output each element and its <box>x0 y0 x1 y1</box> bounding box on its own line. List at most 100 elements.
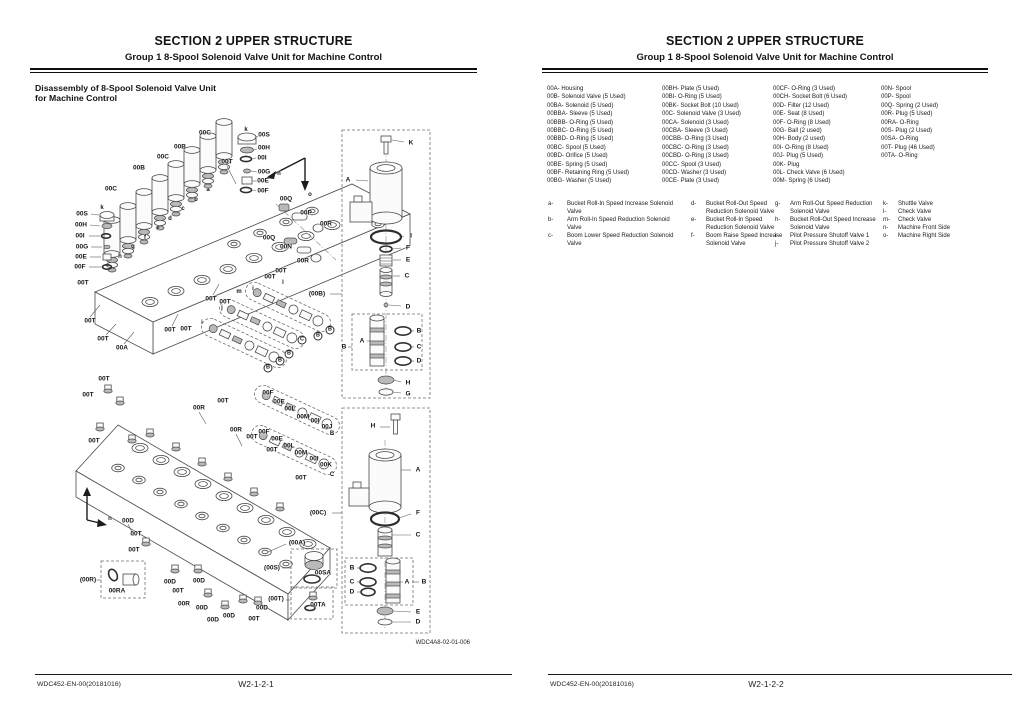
legend-item: b-Arm Roll-In Speed Reduction Solenoid V… <box>548 216 679 232</box>
part-item: 00A- Housing <box>547 86 584 92</box>
legend-key: n- <box>883 225 889 232</box>
part-item: 00CF- O-Ring (3 Used) <box>773 86 836 92</box>
legend-item: m- Check Valve <box>883 216 990 224</box>
legend-item: i- Pilot Pressure Shutoff Valve 1 <box>775 232 894 240</box>
part-item: 00BBB- O-Ring (5 Used) <box>547 119 614 126</box>
group-title: Group 1 8-Spool Solenoid Valve Unit for … <box>124 52 383 63</box>
part-item: 00RA- O-Ring <box>881 119 919 126</box>
part-item: 00BF- Retaining Ring (5 Used) <box>547 170 630 177</box>
part-item: 00L- Check Valve (6 Used) <box>773 170 845 177</box>
topic-heading: Disassembly of 8-Spool Solenoid Valve Un… <box>35 83 217 104</box>
part-item: 00T- Plug (46 Used) <box>881 144 935 151</box>
legend-key: h- <box>775 217 781 224</box>
legend-column: d-Bucket Roll-Out Speed Reduction Soleno… <box>691 200 786 249</box>
part-item: 00D- Filter (12 Used) <box>773 102 830 109</box>
part-item: 00J- Plug (5 Used) <box>773 153 824 160</box>
legend-text: Arm Roll-In Speed Reduction Solenoid Val… <box>567 217 670 232</box>
legend-column: a- Bucket Roll-In Speed Increase Solenoid… <box>548 200 679 249</box>
part-item: 00BH- Plate (5 Used) <box>662 86 720 92</box>
legend-key: c- <box>548 233 553 240</box>
part-item: 00I- O-Ring (8 Used) <box>773 144 829 151</box>
part-item: 00B- Solenoid Valve (5 Used) <box>547 94 626 101</box>
legend-item: f- Boom Raise Speed Increase Solenoid Val… <box>691 232 786 248</box>
legend-key: f- <box>691 233 695 240</box>
legend-item: e-Bucket Roll-In Speed Reduction Solenoi… <box>691 216 786 232</box>
legend-text: Bucket Roll-Out Speed Increase Solenoid … <box>790 217 876 232</box>
section-title: SECTION 2 UPPER STRUCTURE <box>154 34 353 48</box>
part-item: 00BBA- Sleeve (5 Used) <box>547 111 613 118</box>
footer-rule <box>35 674 512 675</box>
part-item: 00BBD- O-Ring (5 Used) <box>547 136 614 143</box>
part-item: 00BE- Spring (5 Used) <box>547 161 608 168</box>
part-item: 00CBB- O-Ring (3 Used) <box>662 136 729 143</box>
legend-text: Machine Right Side <box>898 233 951 240</box>
parts-list: 00A- Housing 00B- Solenoid Valve (5 Used)… <box>540 85 1012 195</box>
legend-item: o-Machine Right Side <box>883 232 990 240</box>
legend-text: Pilot Pressure Shutoff Valve 1 <box>790 233 870 240</box>
page-number: W2-1-2-2 <box>748 679 784 689</box>
legend-text: Bucket Roll-Out Speed Reduction Solenoid… <box>706 201 775 216</box>
part-item: 00K- Plug <box>773 161 800 168</box>
page-header-left: SECTION 2 UPPER STRUCTURE Group 1 8-Spoo… <box>30 34 477 73</box>
doc-code: WDC452-EN-00(20181016) <box>37 681 121 688</box>
group-title: Group 1 8-Spool Solenoid Valve Unit for … <box>636 52 894 63</box>
legend-key: i- <box>775 233 779 240</box>
part-item: 00N- Spool <box>881 86 912 92</box>
part-item: 00CBA- Sleeve (3 Used) <box>662 128 728 135</box>
doc-code: WDC452-EN-00(20181016) <box>550 681 634 688</box>
part-item: 00R- Plug (5 Used) <box>881 111 933 118</box>
part-item: 00CD- Washer (3 Used) <box>662 170 727 177</box>
part-item: 00CBC- O-Ring (3 Used) <box>662 144 729 151</box>
legend-item: j- Pilot Pressure Shutoff Valve 2 <box>775 240 894 248</box>
legend-key: e- <box>691 217 697 224</box>
part-item: 00BD- Orifice (5 Used) <box>547 153 608 160</box>
header-rule <box>542 68 988 73</box>
part-item: 00BI- O-Ring (5 Used) <box>662 94 722 101</box>
part-item: 00P- Spool <box>881 94 911 101</box>
legend-item: k-Shuttle Valve <box>883 200 990 208</box>
part-item: 00G- Ball (2 used) <box>773 128 822 135</box>
legend-text: Boom Raise Speed Increase Solenoid Valve <box>706 233 783 248</box>
legend-item: d-Bucket Roll-Out Speed Reduction Soleno… <box>691 200 786 216</box>
legend-text: Arm Roll-Out Speed Reduction Solenoid Va… <box>790 201 873 216</box>
part-item: 00H- Body (2 used) <box>773 136 826 143</box>
footer-rule <box>548 674 1012 675</box>
legend-item: g- Arm Roll-Out Speed Reduction Solenoid … <box>775 200 894 216</box>
part-item: 00CH- Socket Bolt (6 Used) <box>773 94 848 101</box>
legend-text: Boom Lower Speed Reduction Solenoid Valv… <box>567 233 674 248</box>
part-item: 00BC- Spool (5 Used) <box>547 144 606 151</box>
part-item: 00F- O-Ring (8 Used) <box>773 119 831 126</box>
part-item: 00CE- Plate (3 Used) <box>662 178 720 185</box>
figure-code: WDC4A8-02-01-006 <box>415 640 470 646</box>
legend-item: c- Boom Lower Speed Reduction Solenoid Va… <box>548 232 679 248</box>
legend-key: m- <box>883 217 890 224</box>
legend-text: Pilot Pressure Shutoff Valve 2 <box>790 241 870 248</box>
part-item: 00BBC- O-Ring (5 Used) <box>547 128 614 135</box>
part-item: 00E- Seat (8 Used) <box>773 111 825 118</box>
page-header-right: SECTION 2 UPPER STRUCTURE Group 1 8-Spoo… <box>542 34 988 73</box>
part-item: 00CBD- O-Ring (3 Used) <box>662 153 729 160</box>
part-item: 00CA- Solenoid (3 Used) <box>662 119 729 126</box>
legend-text: Bucket Roll-In Speed Increase Solenoid V… <box>567 201 674 216</box>
legend-column: g- Arm Roll-Out Speed Reduction Solenoid … <box>775 200 894 249</box>
legend-item: a- Bucket Roll-In Speed Increase Solenoid… <box>548 200 679 216</box>
topic-heading-line2: for Machine Control <box>35 92 118 103</box>
legend-item: l-Check Valve <box>883 208 990 216</box>
legend-key: j- <box>775 241 779 248</box>
legend-key: l- <box>883 209 887 216</box>
topic-heading-line1: Disassembly of 8-Spool Solenoid Valve Un… <box>35 83 217 93</box>
part-item: 00CC- Spool (3 Used) <box>662 161 722 168</box>
part-item: 00BG- Washer (5 Used) <box>547 178 612 185</box>
legend-key: g- <box>775 201 781 207</box>
legend-key: a- <box>548 201 554 207</box>
page-number: W2-1-2-1 <box>238 679 274 689</box>
legend-text: Machine Front Side <box>898 225 951 232</box>
part-item: 00C- Solenoid Valve (3 Used) <box>662 111 741 118</box>
legend-text: Check Valve <box>898 217 932 224</box>
part-item: 00SA- O-Ring <box>881 136 919 143</box>
legend-item: n- Machine Front Side <box>883 224 990 232</box>
page-right: SECTION 2 UPPER STRUCTURE Group 1 8-Spoo… <box>540 0 1012 726</box>
